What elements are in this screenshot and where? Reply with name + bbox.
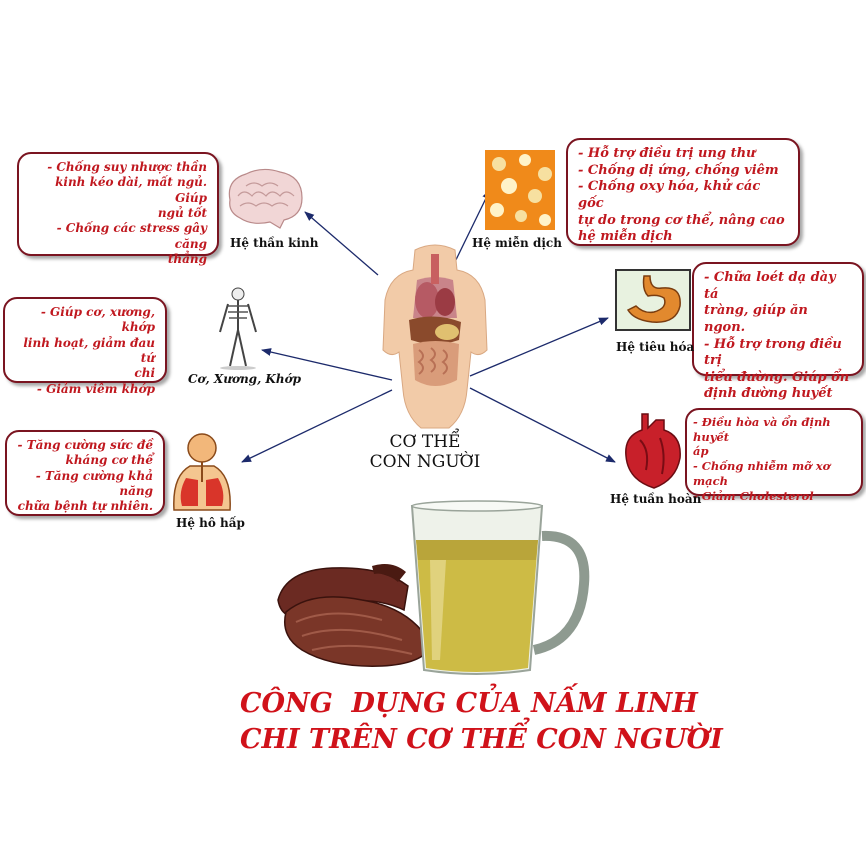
arrow-musculo	[261, 348, 393, 381]
nervous-system-benefits-box: - Chống suy nhược thần kinh kéo dài, mất…	[17, 152, 219, 266]
arrow-respiratory	[241, 389, 393, 463]
musculo-line-3: chi	[134, 366, 155, 381]
arrow-digestive	[469, 317, 609, 377]
nervous-line-3: ngủ tốt	[157, 206, 207, 221]
immune-line-5: hệ miễn dịch	[578, 229, 673, 245]
respiratory-line-3: - Tăng cường khả năng	[35, 468, 153, 499]
digestive-line-3: - Hỗ trợ trong điều trị	[704, 336, 842, 369]
respiratory-line-1: - Tăng cường sức đề	[17, 438, 153, 452]
poster-title-line-1: CÔNG DỤNG CỦA NẤM LINH	[240, 688, 698, 719]
digestive-line-4: tiểu đường. Giúp ổn	[704, 369, 850, 385]
respiratory-system-benefits-box: - Tăng cường sức đề kháng cơ thể - Tăng …	[5, 430, 165, 516]
human-body-caption-line-2: CON NGƯỜI	[369, 452, 481, 473]
musculoskeletal-benefits-box: - Giúp cơ, xương, khớp linh hoạt, giảm đ…	[3, 297, 167, 396]
circulatory-line-1: - Điều hòa và ổn định huyết	[693, 415, 831, 444]
immune-cells-icon	[485, 150, 555, 230]
nervous-line-1: - Chống suy nhược thần	[47, 160, 207, 174]
nervous-line-4: - Chống các stress gây căng	[56, 221, 207, 251]
musculo-line-2: linh hoạt, giảm đau tứ	[23, 335, 155, 366]
nervous-line-2: kinh kéo dài, mất ngủ. Giúp	[55, 175, 207, 205]
tea-glass-icon	[410, 500, 590, 675]
human-body-caption-line-1: CƠ THỂ	[389, 432, 461, 452]
immune-line-2: - Chống dị ứng, chống viêm	[578, 162, 779, 178]
immune-system-label: Hệ miễn dịch	[472, 236, 562, 250]
respiratory-line-4: chữa bệnh tự nhiên.	[17, 499, 153, 514]
respiratory-line-2: kháng cơ thể	[65, 453, 154, 468]
circulatory-line-2: áp	[693, 444, 709, 459]
arrow-nervous	[304, 211, 379, 276]
circulatory-system-benefits-box: - Điều hòa và ổn định huyết áp - Chống n…	[685, 408, 863, 503]
circulatory-line-3: - Chống nhiễm mỡ xơ mạch	[693, 459, 831, 488]
digestive-system-label: Hệ tiêu hóa	[616, 340, 695, 354]
lingzhi-mushroom-icon	[277, 564, 433, 667]
nervous-system-label: Hệ thần kinh	[230, 236, 319, 250]
arrow-circulatory	[469, 387, 616, 463]
musculo-line-4: - Giảm viêm khớp	[36, 381, 155, 396]
arrow-immune	[451, 189, 491, 269]
musculo-line-1: - Giúp cơ, xương, khớp	[40, 305, 155, 335]
nervous-line-5: thẳng	[167, 252, 207, 267]
heart-icon	[625, 413, 681, 489]
lungs-icon	[173, 433, 231, 511]
digestive-line-5: định đường huyết	[704, 386, 833, 402]
digestive-line-2: tràng, giúp ăn ngon.	[704, 303, 808, 335]
immune-system-benefits-box: - Hỗ trợ điều trị ung thư - Chống dị ứng…	[566, 138, 800, 246]
digestive-system-benefits-box: - Chữa loét dạ dày tá tràng, giúp ăn ngo…	[692, 262, 864, 401]
musculoskeletal-label: Cơ, Xương, Khớp	[188, 372, 301, 386]
stomach-icon	[615, 269, 691, 331]
circulatory-system-label: Hệ tuần hoàn	[610, 492, 702, 506]
immune-line-4: tự do trong cơ thể, nâng cao	[578, 212, 785, 228]
digestive-line-1: - Chữa loét dạ dày tá	[704, 270, 836, 302]
skeleton-icon	[219, 287, 257, 370]
respiratory-system-label: Hệ hô hấp	[176, 516, 245, 530]
brain-icon	[228, 168, 303, 229]
immune-line-1: - Hỗ trợ điều trị ung thư	[578, 146, 756, 161]
circulatory-line-4: - Giảm Cholesterol	[693, 488, 814, 503]
human-torso-icon	[382, 244, 488, 429]
human-body-caption: CƠ THỂ CON NGƯỜI	[350, 432, 500, 473]
poster-title: CÔNG DỤNG CỦA NẤM LINH CHI TRÊN CƠ THỂ C…	[150, 686, 750, 757]
immune-line-3: - Chống oxy hóa, khử các gốc	[578, 179, 761, 211]
poster-title-line-2: CHI TRÊN CƠ THỂ CON NGƯỜI	[240, 723, 723, 755]
